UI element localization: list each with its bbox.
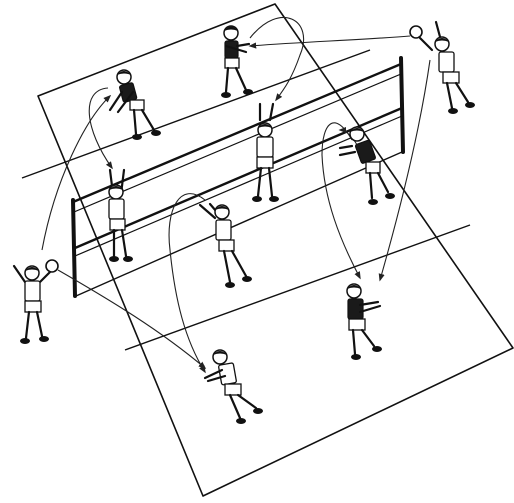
volleyball-ball-left [46, 260, 58, 272]
volleyball-court [22, 4, 513, 496]
volleyball-ball-right [410, 26, 422, 38]
court-boundary [38, 4, 513, 496]
coach-right [410, 22, 475, 114]
net-post-left [73, 200, 75, 296]
net-post-right [401, 58, 403, 152]
coach-left [14, 260, 58, 344]
